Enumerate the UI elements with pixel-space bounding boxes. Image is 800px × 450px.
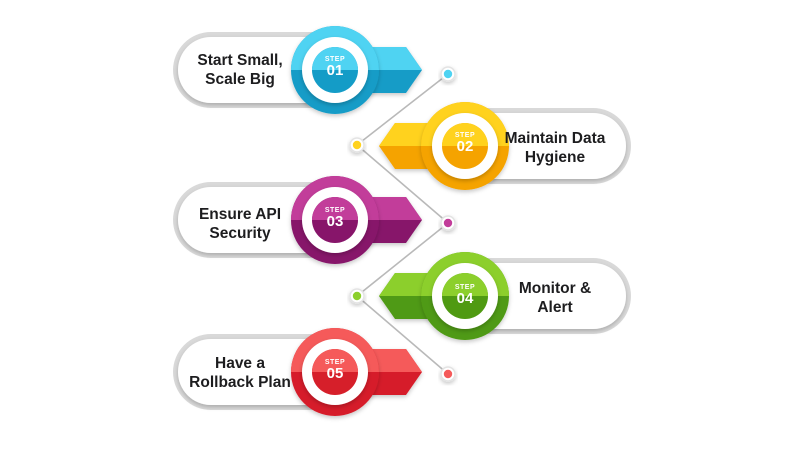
- step-03-badge: STEP 03: [324, 207, 346, 230]
- step-02-card: [379, 102, 631, 190]
- step-03-badge-highlight: [312, 197, 358, 220]
- step-05-card: [173, 328, 422, 416]
- step-02-dot: [352, 140, 362, 150]
- step-01-badge: STEP 01: [324, 56, 346, 79]
- step-02-badge: STEP 02: [454, 132, 476, 155]
- step-02-badge-highlight: [442, 123, 488, 146]
- step-04-badge-highlight: [442, 273, 488, 296]
- step-04-badge: STEP 04: [454, 284, 476, 307]
- step-01-badge-highlight: [312, 47, 358, 70]
- step-03-card: [173, 176, 422, 264]
- step-04-dot: [352, 291, 362, 301]
- step-05-badge: STEP 05: [324, 359, 346, 382]
- step-04-title: Monitor &Alert: [518, 280, 592, 316]
- step-05-badge-highlight: [312, 349, 358, 372]
- connector-lines: [349, 66, 456, 382]
- step-01-dot: [443, 69, 453, 79]
- step-04-card: [379, 252, 631, 340]
- step-01-card: [173, 26, 422, 114]
- step-01-title: Start Small,Scale Big: [197, 52, 283, 88]
- step-05-dot: [443, 369, 453, 379]
- step-03-dot: [443, 218, 453, 228]
